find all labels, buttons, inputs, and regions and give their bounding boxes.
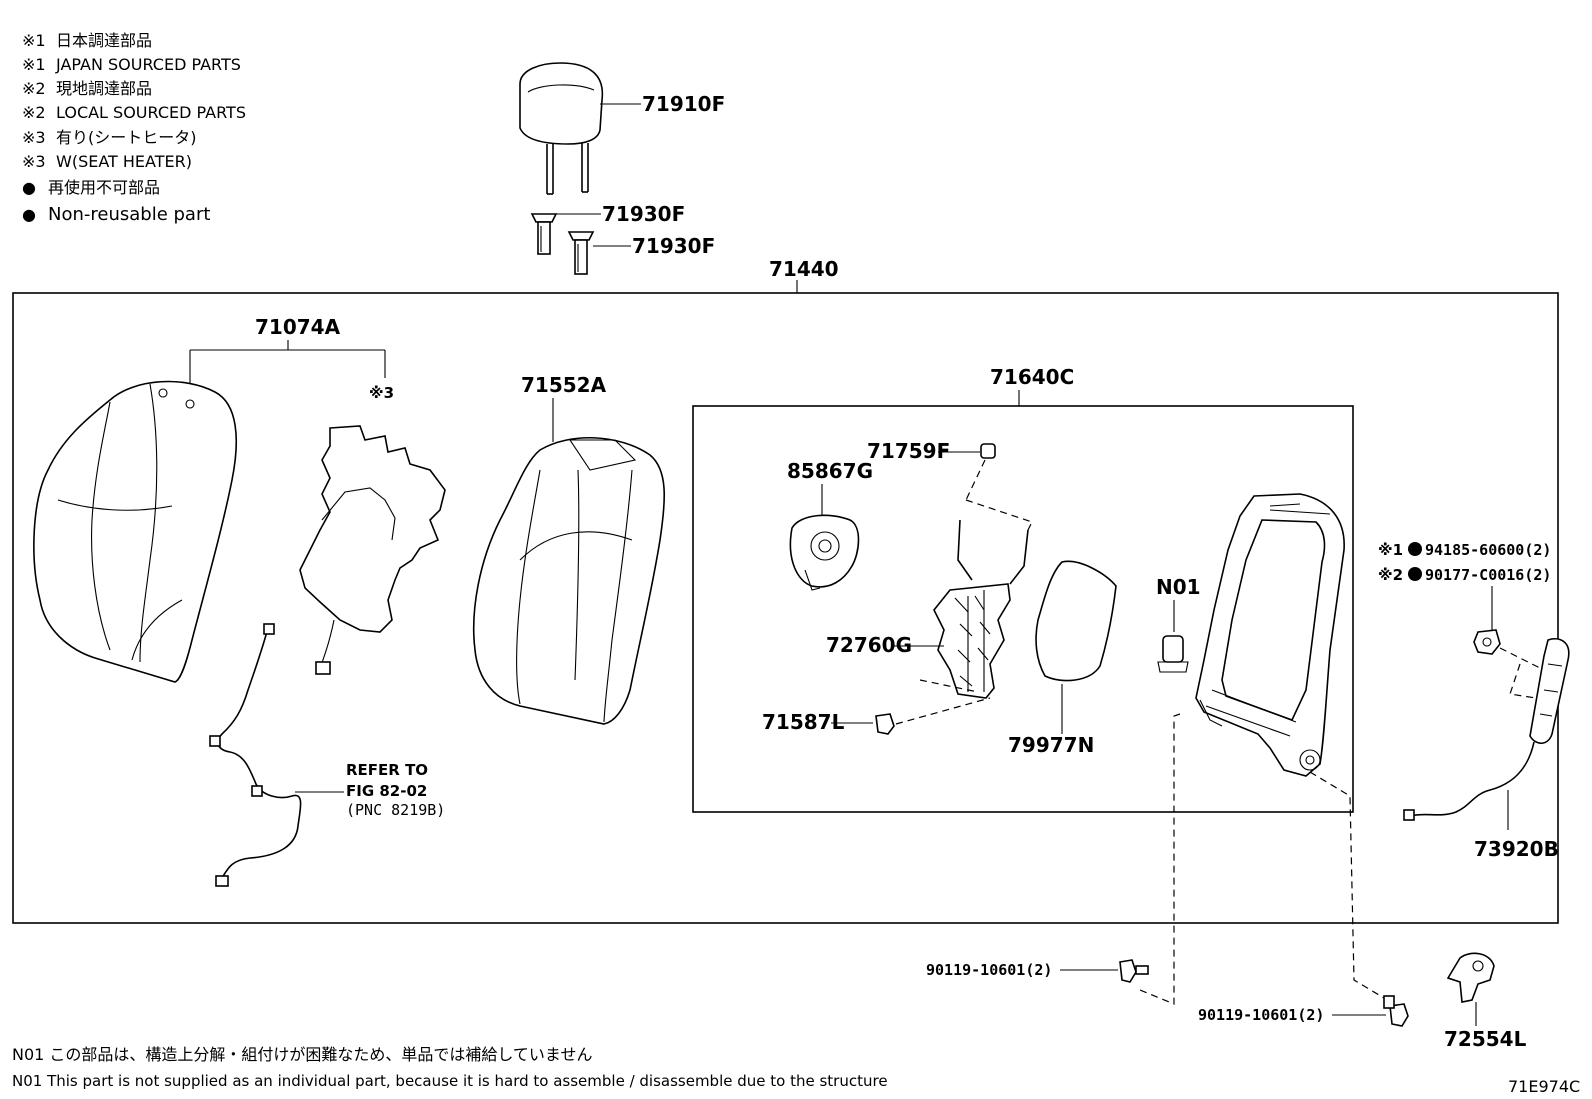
seatback-pad	[472, 437, 666, 725]
legend-text-8: Non-reusable part	[48, 204, 210, 225]
refer-line-2: FIG 82-02	[346, 782, 427, 800]
nut-94185	[1473, 629, 1501, 655]
legend-text-5: 有り(シートヒータ)	[56, 128, 197, 147]
part-label-71910F: 71910F	[642, 92, 725, 116]
headrest	[519, 62, 604, 195]
headrest-guide-2	[567, 231, 595, 275]
part-label-N01: N01	[1156, 575, 1201, 599]
part-label-71587L: 71587L	[762, 710, 845, 734]
lumbar-motor-85867G	[789, 514, 860, 591]
seatback-cover	[33, 380, 238, 683]
clip-71759F	[980, 443, 996, 459]
legend-text-3: 現地調達部品	[56, 79, 152, 98]
bolt-90119-b	[1383, 995, 1409, 1027]
part-label-90119-a: 90119-10601(2)	[926, 961, 1052, 979]
part-label-72554L: 72554L	[1444, 1027, 1527, 1051]
part-label-71074A: 71074A	[255, 315, 341, 339]
part-label-73920B: 73920B	[1474, 837, 1559, 861]
part-label-85867G: 85867G	[787, 459, 873, 483]
switch-73920B	[1403, 638, 1570, 821]
legend-text-4: LOCAL SOURCED PARTS	[56, 103, 246, 122]
legend-text-6: W(SEAT HEATER)	[56, 152, 192, 171]
legend-mark-3: ※2	[22, 79, 46, 98]
seat-heater-element	[299, 425, 446, 675]
note-n01-jp: N01 この部品は、構造上分解・組付けが困難なため、単品では補給していません	[12, 1045, 592, 1064]
part-label-90177: 90177-C0016(2)	[1425, 566, 1551, 584]
note-n01-en: N01 This part is not supplied as an indi…	[12, 1072, 888, 1090]
seatback-frame	[1195, 493, 1345, 777]
actuator-72554L	[1446, 952, 1495, 1003]
dash-switch	[1499, 647, 1549, 699]
headrest-guide-1	[530, 213, 558, 255]
legend-text-1: 日本調達部品	[56, 31, 152, 50]
dash-frame-right	[1309, 771, 1395, 1005]
part-label-71552A: 71552A	[521, 373, 607, 397]
motor-N01	[1157, 635, 1189, 673]
legend-text-7: 再使用不可部品	[48, 178, 160, 197]
clip-71587L	[875, 713, 895, 735]
bracket-71074A	[189, 340, 386, 388]
legend-mark-1: ※1	[22, 31, 46, 50]
legend-mark-6: ※3	[22, 152, 46, 171]
legend-mark-5: ※3	[22, 128, 46, 147]
mark-90177: ※2	[1378, 566, 1403, 584]
part-label-71930F-a: 71930F	[602, 202, 685, 226]
dash-71587L	[895, 679, 991, 725]
wire-harness	[209, 623, 302, 887]
part-label-72760G: 72760G	[826, 633, 912, 657]
part-label-71640C: 71640C	[990, 365, 1074, 389]
legend-mark-8: ●	[22, 205, 36, 224]
legend-mark-4: ※2	[22, 103, 46, 122]
part-label-90119-b: 90119-10601(2)	[1198, 1006, 1324, 1024]
refer-line-3: (PNC 8219B)	[346, 801, 445, 819]
assembly-box-71440	[12, 292, 1559, 924]
bolt-90119-a	[1119, 959, 1149, 983]
legend-mark-7: ●	[22, 178, 36, 197]
legend: ※1 日本調達部品 ※1 JAPAN SOURCED PARTS ※2 現地調達…	[22, 31, 246, 225]
part-label-94185: 94185-60600(2)	[1425, 541, 1551, 559]
dash-frame-left	[1139, 713, 1181, 1005]
legend-mark-2: ※1	[22, 55, 46, 74]
refer-line-1: REFER TO	[346, 761, 428, 779]
part-label-71930F-b: 71930F	[632, 234, 715, 258]
dash-71759F	[965, 459, 986, 501]
legend-text-2: JAPAN SOURCED PARTS	[55, 55, 241, 74]
part-label-71759F: 71759F	[867, 439, 950, 463]
heater-mark: ※3	[369, 384, 394, 402]
lumbar-support-72760G	[933, 499, 1033, 699]
assembly-box-71640C	[692, 405, 1354, 813]
nonreusable-dot-90177	[1408, 567, 1422, 581]
figure-id: 71E974C	[1508, 1077, 1580, 1096]
mark-94185: ※1	[1378, 541, 1403, 559]
part-label-71440: 71440	[769, 257, 839, 281]
pad-79977N	[1035, 560, 1117, 682]
nonreusable-dot-94185	[1408, 542, 1422, 556]
part-label-79977N: 79977N	[1008, 733, 1094, 757]
